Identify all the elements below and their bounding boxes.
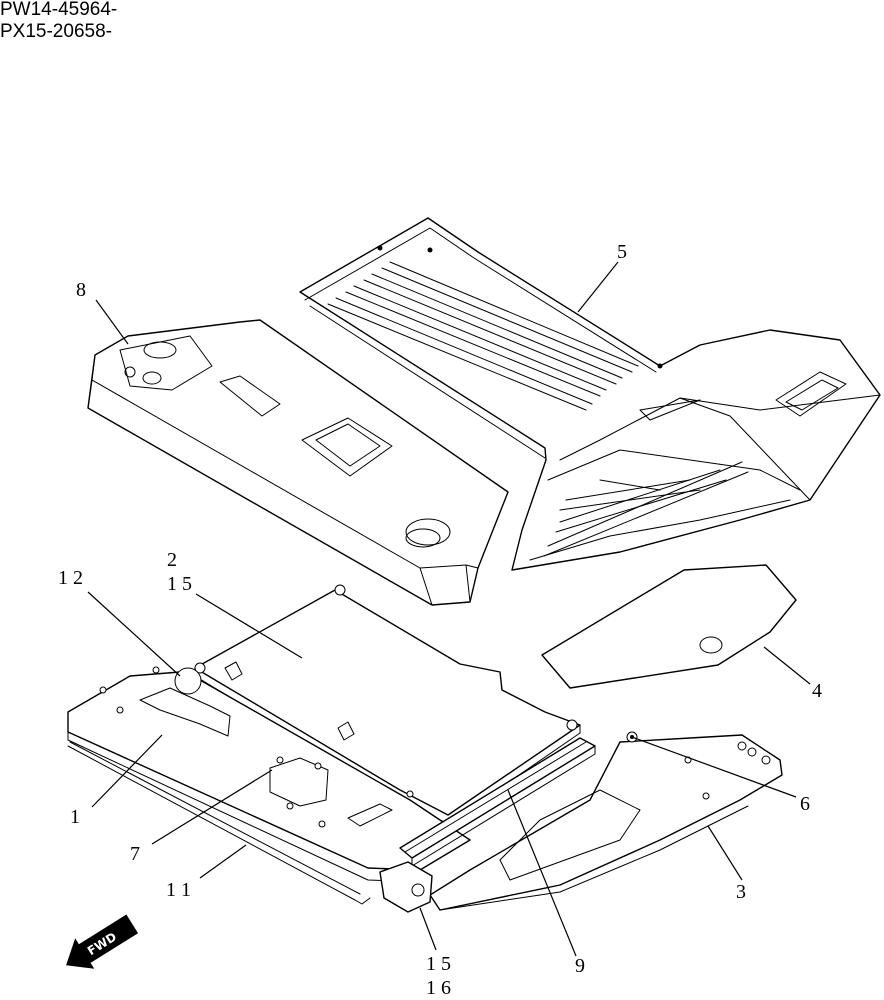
callout-8: 8 — [76, 279, 86, 301]
callout-16: 1 6 — [426, 977, 451, 999]
callout-3: 3 — [736, 881, 746, 903]
callout-12: 1 2 — [58, 567, 83, 589]
floor-mat-right — [299, 217, 881, 571]
callout-5: 5 — [617, 241, 627, 263]
serial-range-2: PX15-20658- — [0, 21, 112, 42]
callout-6: 6 — [800, 793, 810, 815]
leader-lines — [87, 261, 811, 957]
edge-strip — [67, 745, 371, 905]
callout-4: 4 — [812, 680, 822, 702]
gasket-sheet — [541, 564, 797, 689]
callout-1: 1 — [70, 806, 80, 828]
callout-9: 9 — [575, 955, 585, 977]
forward-arrow-icon: FWD — [66, 914, 139, 969]
callout-15-top: 1 5 — [167, 573, 192, 595]
floor-mat-left — [87, 319, 509, 606]
side-plate — [429, 734, 783, 911]
rail-channel — [379, 737, 596, 913]
callout-2: 2 — [167, 549, 177, 571]
callout-7: 7 — [130, 843, 140, 865]
base-plate — [67, 666, 471, 895]
serial-range-1: PW14-45964- — [0, 0, 118, 20]
mat-ribs — [327, 261, 749, 557]
callout-11: 1 1 — [166, 879, 191, 901]
callout-15-bottom: 1 5 — [426, 953, 451, 975]
